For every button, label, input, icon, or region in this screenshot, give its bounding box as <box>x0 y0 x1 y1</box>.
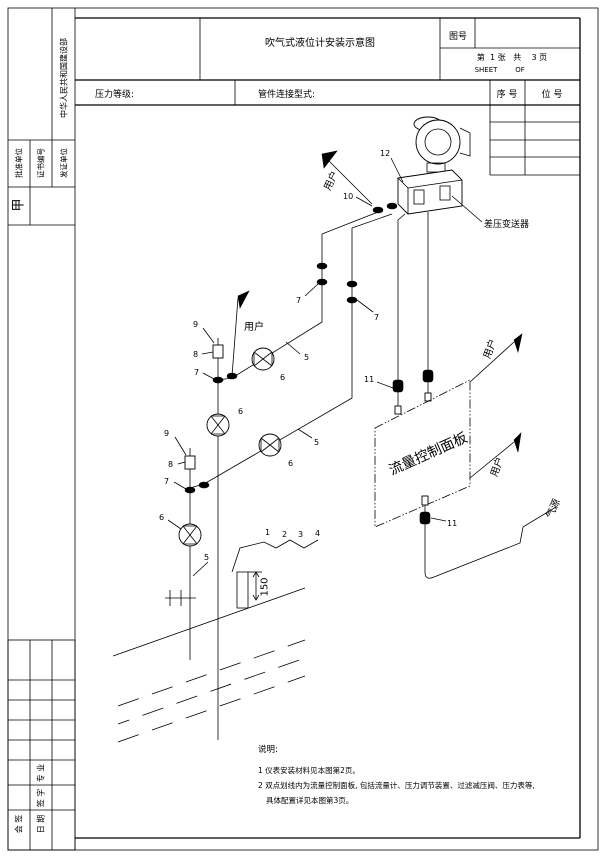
pressure-rating-label: 压力等级: <box>95 88 134 100</box>
user-flag-top <box>321 150 373 205</box>
countersign-box: 会 签 专 业 签 字 日 期 <box>7 639 76 851</box>
note-line-3: 具体配置详见本图第3页。 <box>266 795 353 805</box>
dimension-label: 150 <box>260 577 271 596</box>
filter-8-lower <box>184 455 196 470</box>
callout-8b-leader <box>177 461 186 465</box>
callout-4: 4 <box>315 529 320 538</box>
rotameter-6-lower-a <box>258 433 282 457</box>
certificate-no-label: 证书编号 <box>36 148 46 178</box>
callout-7b-leader <box>356 299 374 313</box>
callout-7d: 7 <box>164 477 169 486</box>
callout-6b: 6 <box>238 407 243 416</box>
callout-7d-leader <box>173 481 187 490</box>
callout-6c: 6 <box>159 513 164 522</box>
callout-11a-leader <box>376 381 394 389</box>
callout-7b: 7 <box>374 313 379 322</box>
callout-5b-leader <box>297 428 313 439</box>
callout-5c: 5 <box>204 553 209 562</box>
callout-5a-leader <box>285 341 301 355</box>
callout-9a-leader <box>202 327 215 344</box>
seq-no-label: 序 号 <box>497 88 518 100</box>
sheet-count-text: 第 1 张 共 3 页 <box>477 52 547 62</box>
note-line-1: 1 仪表安装材料见本图第2页。 <box>258 765 360 775</box>
callout-6d: 6 <box>288 459 293 468</box>
valve-11-upper <box>392 369 434 415</box>
rotameter-6-upper-b <box>206 413 230 437</box>
rotameter-6-lower-b <box>178 523 202 547</box>
tag-no-label: 位 号 <box>542 88 563 100</box>
callout-5b: 5 <box>314 438 319 447</box>
user-flag-right-lower <box>469 432 522 479</box>
callout-10-leader <box>355 196 373 207</box>
fitting-type-label: 管件连接型式: <box>258 88 315 100</box>
callout-8b: 8 <box>168 460 173 469</box>
approval-unit-label: 批准单位 <box>14 148 24 178</box>
rotameter-6-upper-a <box>251 347 275 371</box>
differential-pressure-transmitter <box>397 116 471 215</box>
drawing-title: 吹气式液位计安装示意图 <box>265 36 375 49</box>
callout-7c: 7 <box>194 368 199 377</box>
callout-6c-leader <box>167 519 182 530</box>
transmitter-label: 差压变送器 <box>484 218 529 230</box>
countersign-date: 日 期 <box>37 815 46 834</box>
callout-1: 1 <box>265 528 270 537</box>
callout-11a: 11 <box>364 375 374 384</box>
callout-7a-leader <box>304 283 319 297</box>
callout-11b-leader <box>430 517 447 522</box>
callout-5a: 5 <box>304 353 309 362</box>
callout-9b: 9 <box>164 429 169 438</box>
drawing-no-label: 图号 <box>449 31 467 42</box>
callout-5c-leader <box>192 561 209 577</box>
callout-3: 3 <box>298 530 303 539</box>
transmitter-leader <box>451 195 483 223</box>
countersign-signature: 签 字 <box>36 789 46 808</box>
callout-8a-leader <box>201 351 214 355</box>
countersign-major: 专 业 <box>36 764 46 783</box>
notes: 说明: 1 仪表安装材料见本图第2页。 2 双点划线内为流量控制面板, 包括流量… <box>258 744 535 805</box>
callout-9a: 9 <box>193 320 198 329</box>
callout-10: 10 <box>343 192 353 201</box>
valve-7-upper-left <box>212 372 238 384</box>
user-flag-left <box>237 290 250 309</box>
valve-10 <box>372 202 398 214</box>
callout-7c-leader <box>202 372 215 380</box>
tank <box>112 587 306 743</box>
callout-12: 12 <box>380 149 390 158</box>
left-strip: 中华人民共和国建设部 批准单位 证书编号 发证单位 甲 <box>8 8 75 226</box>
ministry-text: 中华人民共和国建设部 <box>59 38 69 118</box>
callout-11b: 11 <box>447 519 457 528</box>
air-supply-line <box>424 506 557 579</box>
countersign-label: 会 签 <box>14 815 24 834</box>
callout-6a: 6 <box>280 373 285 382</box>
note-line-2: 2 双点划线内为流量控制面板, 包括流量计、压力调节装置、过滤减压阀、压力表等, <box>258 780 535 790</box>
sheet-en-right: OF <box>515 66 525 74</box>
callout-7a: 7 <box>296 296 301 305</box>
callout-8a: 8 <box>193 350 198 359</box>
flow-control-panel <box>374 379 471 528</box>
filter-8-upper <box>212 344 224 359</box>
grade-text: 甲 <box>12 198 27 211</box>
dimension-150 <box>236 571 262 609</box>
valve-11-lower <box>419 495 431 525</box>
valve-7-lower-left <box>184 481 210 494</box>
sheet-en-left: SHEET <box>475 66 499 74</box>
user-label-left: 用户 <box>244 320 264 333</box>
user-flag-right-upper <box>469 333 523 383</box>
callout-1-4-leader <box>231 539 319 573</box>
valve-7-pipe-a <box>316 262 328 286</box>
callout-9b-leader <box>174 436 187 456</box>
callout-2: 2 <box>282 530 287 539</box>
issuing-unit-label: 发证单位 <box>59 148 69 178</box>
title-block: 吹气式液位计安装示意图 图号 第 1 张 共 3 页 SHEET OF 压力等级… <box>75 18 580 176</box>
callout-12-leader <box>390 157 404 183</box>
notes-heading: 说明: <box>258 744 278 755</box>
